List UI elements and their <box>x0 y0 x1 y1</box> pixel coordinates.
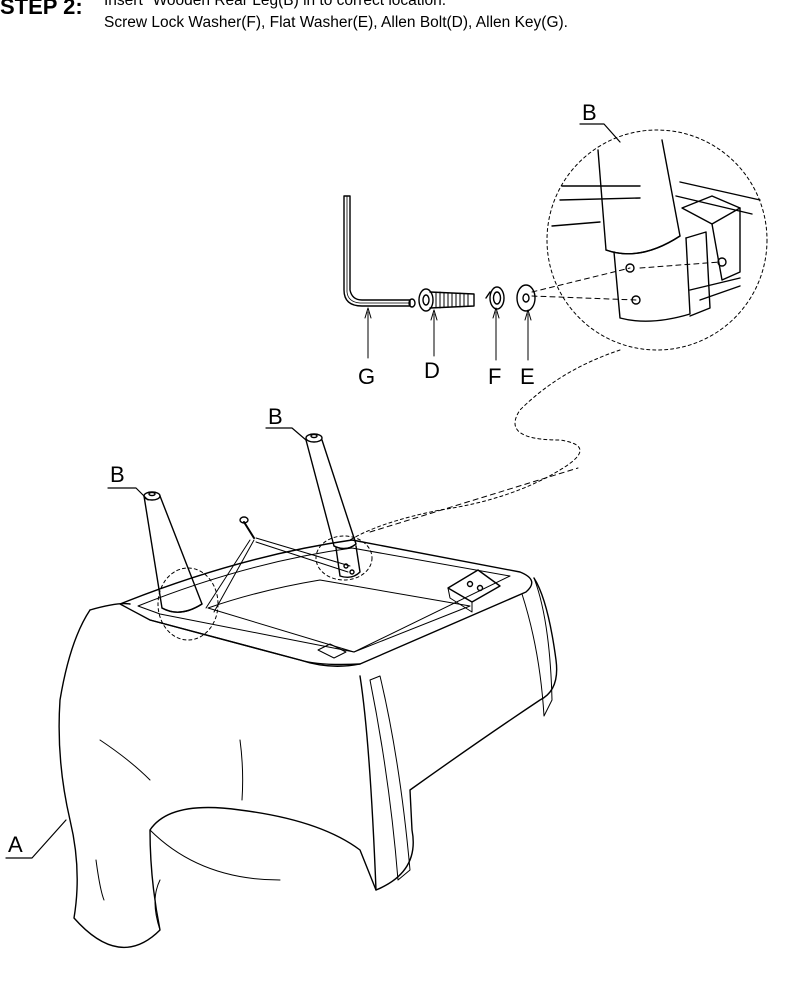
flat-washer <box>516 284 536 312</box>
right-leg-detail-circle <box>315 535 373 581</box>
right-rear-leg <box>305 433 361 579</box>
allen-key-label: G <box>358 364 375 389</box>
allen-bolt-label: D <box>424 358 440 383</box>
zoom-leg <box>597 139 681 255</box>
zoom-leg-label: B <box>582 100 597 125</box>
chair-label: A <box>8 832 23 857</box>
loose-screw <box>239 516 255 539</box>
zoom-detail <box>531 129 768 351</box>
allen-bolt <box>418 288 475 312</box>
chair <box>58 539 558 949</box>
left-rear-leg <box>143 491 203 613</box>
step-title: STEP 2: <box>0 0 83 19</box>
right-leg-label: B <box>268 404 283 429</box>
zoom-circle <box>546 129 768 351</box>
flat-washer-label: E <box>520 364 535 389</box>
left-leg-label: B <box>110 462 125 487</box>
lock-washer <box>485 286 505 310</box>
instruction-line-2: Screw Lock Washer(F), Flat Washer(E), Al… <box>104 14 568 31</box>
lock-washer-label: F <box>488 364 501 389</box>
allen-key <box>343 195 416 308</box>
instruction-line-1: Insert "Wooden Rear Leg(B) in to correct… <box>104 0 447 9</box>
